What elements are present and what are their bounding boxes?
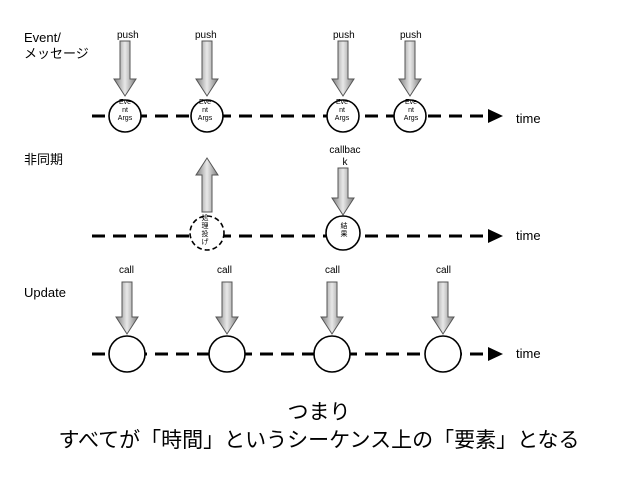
call-arrow	[320, 281, 344, 335]
callback-arrow	[331, 167, 355, 216]
update-node	[313, 335, 351, 373]
result-node	[325, 215, 361, 251]
callback-label: callbac k	[329, 145, 361, 168]
push-label: push	[400, 30, 422, 41]
push-arrow	[195, 40, 219, 97]
section-label-event: Event/ メッセージ	[24, 30, 89, 61]
section-label-async: 非同期	[24, 152, 64, 167]
timeline-arrowhead-async	[488, 229, 503, 243]
timeline-arrowhead-update	[488, 347, 503, 361]
update-node	[108, 335, 146, 373]
call-arrow	[115, 281, 139, 335]
call-arrow	[431, 281, 455, 335]
caption-line-1: つまり	[287, 401, 351, 424]
dispatch-node-text: 処 理 投 げ	[201, 215, 209, 246]
event-node-text: Eve nt Args	[403, 99, 419, 122]
dispatch-node	[189, 215, 225, 251]
push-arrow	[398, 40, 422, 97]
update-node	[208, 335, 246, 373]
event-node	[326, 99, 360, 133]
push-label: push	[117, 30, 139, 41]
call-label: call	[119, 265, 135, 276]
call-arrow	[215, 281, 239, 335]
time-label-async: time	[516, 228, 541, 243]
result-node-text: 結 果	[340, 223, 348, 238]
push-arrow	[113, 40, 137, 97]
push-arrow	[331, 40, 355, 97]
push-label: push	[333, 30, 355, 41]
timeline-arrowhead-event	[488, 109, 503, 123]
call-label: call	[325, 265, 341, 276]
call-label: call	[217, 265, 233, 276]
nodes	[108, 99, 462, 373]
time-label-event: time	[516, 111, 541, 126]
timelines	[92, 109, 503, 361]
caption-line-2: すべてが「時間」というシーケンス上の「要素」となる	[58, 429, 580, 452]
event-node	[190, 99, 224, 133]
time-label-update: time	[516, 346, 541, 361]
event-node-text: Eve nt Args	[334, 99, 350, 122]
call-label: call	[436, 265, 452, 276]
event-node	[108, 99, 142, 133]
dispatch-arrow	[195, 157, 219, 213]
event-node-text: Eve nt Args	[117, 99, 133, 122]
event-node-text: Eve nt Args	[197, 99, 213, 122]
update-node	[424, 335, 462, 373]
arrows	[113, 40, 455, 335]
event-node	[393, 99, 427, 133]
push-label: push	[195, 30, 217, 41]
section-label-update: Update	[24, 285, 66, 300]
